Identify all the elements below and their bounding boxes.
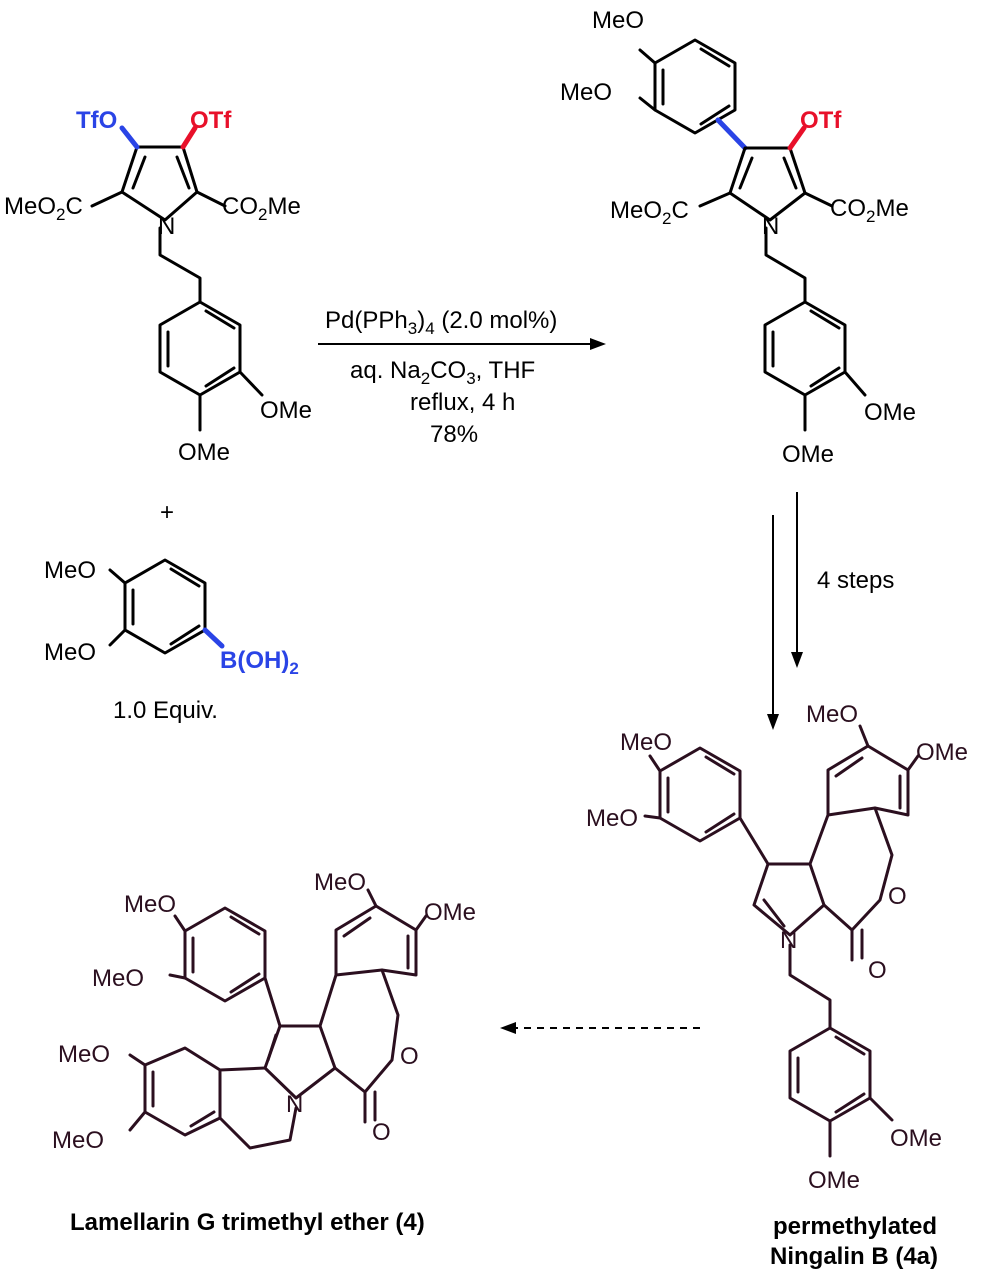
equiv-label: 1.0 Equiv. [113, 697, 218, 724]
dashed-arrow [500, 1022, 700, 1034]
ome-label: OMe [916, 739, 968, 766]
ome-label: OMe [808, 1167, 860, 1194]
ome-label: OMe [424, 899, 476, 926]
ome-label: OMe [260, 397, 312, 424]
product-a-name-line2: Ningalin B (4a) [770, 1243, 938, 1270]
lamellarin-g-structure [128, 888, 428, 1150]
steps-label: 4 steps [817, 567, 894, 594]
boronic-acid [108, 558, 225, 655]
ningalin-b-structure [643, 724, 920, 1158]
ester-right-label: CO2Me [222, 193, 301, 224]
meo-label: MeO [124, 891, 176, 918]
ester-left-label: MeO2C [610, 197, 689, 228]
meo-label: MeO [806, 701, 858, 728]
meo-label: MeO [52, 1127, 104, 1154]
ester-left-label: MeO2C [4, 193, 83, 224]
pyrrole-n-label: N [780, 927, 797, 954]
meo-label: MeO [314, 869, 366, 896]
meo-label: MeO [620, 729, 672, 756]
carbonyl-o-label: O [868, 957, 887, 984]
pyrrole-n-label: N [158, 213, 175, 240]
lactone-o-label: O [400, 1043, 419, 1070]
meo-label: MeO [592, 7, 644, 34]
ome-label: OMe [178, 439, 230, 466]
ome-label: OMe [864, 399, 916, 426]
starting-material-ditriflate [90, 125, 264, 432]
reaction-arrow-2 [767, 492, 803, 730]
otf-label: OTf [800, 107, 842, 134]
pyrrole-n-label: N [762, 213, 779, 240]
lactone-o-label: O [888, 883, 907, 910]
catalyst-label: Pd(PPh3)4 (2.0 mol%) [325, 307, 557, 338]
conditions-label: reflux, 4 h [410, 389, 515, 416]
boronic-acid-label: B(OH)2 [220, 647, 299, 678]
ome-label: OMe [782, 441, 834, 468]
tfo-label: TfO [76, 107, 117, 134]
yield-label: 78% [430, 421, 478, 448]
carbonyl-o-label: O [372, 1119, 391, 1146]
meo-label: MeO [58, 1041, 110, 1068]
meo-label: MeO [560, 79, 612, 106]
coupling-product [638, 38, 867, 432]
meo-label: MeO [44, 557, 96, 584]
meo-label: MeO [92, 965, 144, 992]
otf-label: OTf [190, 107, 232, 134]
ome-label: OMe [890, 1125, 942, 1152]
base-label: aq. Na2CO3, THF [350, 357, 535, 388]
meo-label: MeO [44, 639, 96, 666]
plus-sign: + [160, 499, 174, 526]
meo-label: MeO [586, 805, 638, 832]
ester-right-label: CO2Me [830, 195, 909, 226]
final-product-name: Lamellarin G trimethyl ether (4) [70, 1209, 425, 1236]
product-a-name-line1: permethylated [773, 1213, 937, 1240]
pyrrole-n-label: N [286, 1091, 303, 1118]
reaction-arrow-1 [318, 338, 606, 350]
